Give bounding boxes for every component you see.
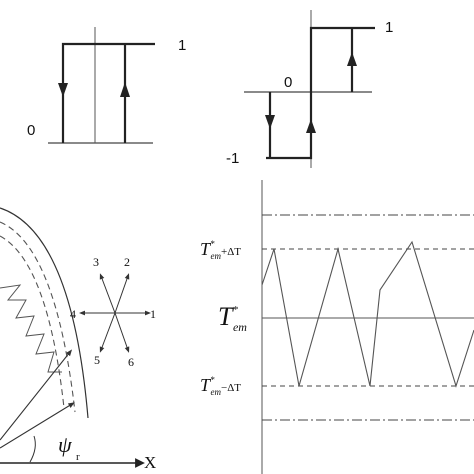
vector-label-3: 3 — [93, 255, 99, 269]
vector-label-5: 5 — [94, 353, 100, 367]
flux-vector — [0, 349, 73, 441]
lower-loop — [266, 92, 313, 160]
psi-subscript: r — [76, 451, 80, 463]
vector-label-6: 6 — [128, 355, 134, 369]
psi-symbol: ψ — [58, 432, 72, 457]
angle-arc — [29, 435, 36, 463]
upper-loop — [309, 26, 375, 92]
vector-label-1: 1 — [150, 307, 156, 321]
vector-label-4: 4 — [70, 307, 76, 321]
vector-label-2: 2 — [124, 255, 130, 269]
hysteresis-two-level: 1 0 — [27, 27, 186, 144]
label-low: -1 — [226, 150, 239, 167]
dashed-arc-inner — [0, 235, 65, 409]
x-axis-label: X — [144, 453, 156, 472]
label-zero: 0 — [284, 74, 292, 91]
lower-label: T*em−ΔT — [200, 375, 241, 397]
arrow-up-icon — [120, 82, 130, 97]
vector-diagram: X ψ r 1 2 3 4 5 6 — [0, 207, 156, 472]
dashed-arc-outer — [0, 221, 76, 413]
vector-5 — [99, 312, 116, 353]
hysteresis-loop — [61, 42, 155, 143]
label-low: 0 — [27, 122, 35, 139]
outer-arc — [0, 207, 89, 419]
arrow-down-icon — [265, 115, 275, 129]
arrow-down-icon — [58, 83, 68, 97]
arrow-up-icon — [347, 52, 357, 66]
upper-label: T*em+ΔT — [200, 239, 241, 261]
torque-waveform — [261, 240, 474, 388]
label-high: 1 — [385, 19, 393, 36]
flux-vector-2 — [0, 402, 75, 449]
torque-band: T*em+ΔT T*em T*em−ΔT — [200, 180, 474, 474]
vector-3 — [99, 273, 116, 314]
voltage-vector-star: 1 2 3 4 5 6 — [70, 255, 156, 369]
hysteresis-three-level: 1 0 -1 — [226, 10, 393, 168]
label-high: 1 — [178, 37, 186, 54]
center-label: T*em — [218, 302, 247, 334]
vector-6 — [114, 312, 130, 353]
vector-2 — [114, 273, 130, 314]
flux-trajectory — [0, 284, 62, 373]
arrow-up-icon — [306, 119, 316, 133]
